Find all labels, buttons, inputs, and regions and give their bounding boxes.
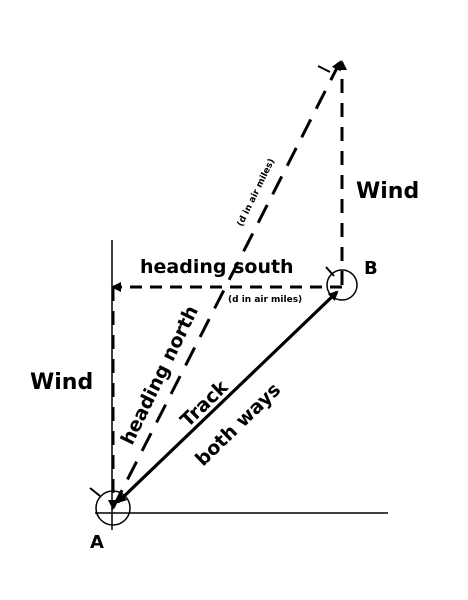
- track-vector-return: [116, 290, 339, 504]
- point-a-label: A: [90, 532, 104, 553]
- heading-south-label: heading south: [140, 256, 294, 278]
- tick-mark: [89, 487, 101, 497]
- wind-label-right: Wind: [356, 179, 419, 204]
- tick-mark: [325, 266, 335, 277]
- tick-mark: [317, 65, 331, 73]
- heading-north-vector: [111, 60, 342, 509]
- wind-label-left: Wind: [30, 370, 93, 395]
- air-miles-label-mid: (d in air miles): [228, 295, 302, 305]
- point-b-label: B: [364, 258, 378, 279]
- point-b-circle: [326, 269, 358, 301]
- air-miles-label-top: (d in air miles): [236, 157, 278, 228]
